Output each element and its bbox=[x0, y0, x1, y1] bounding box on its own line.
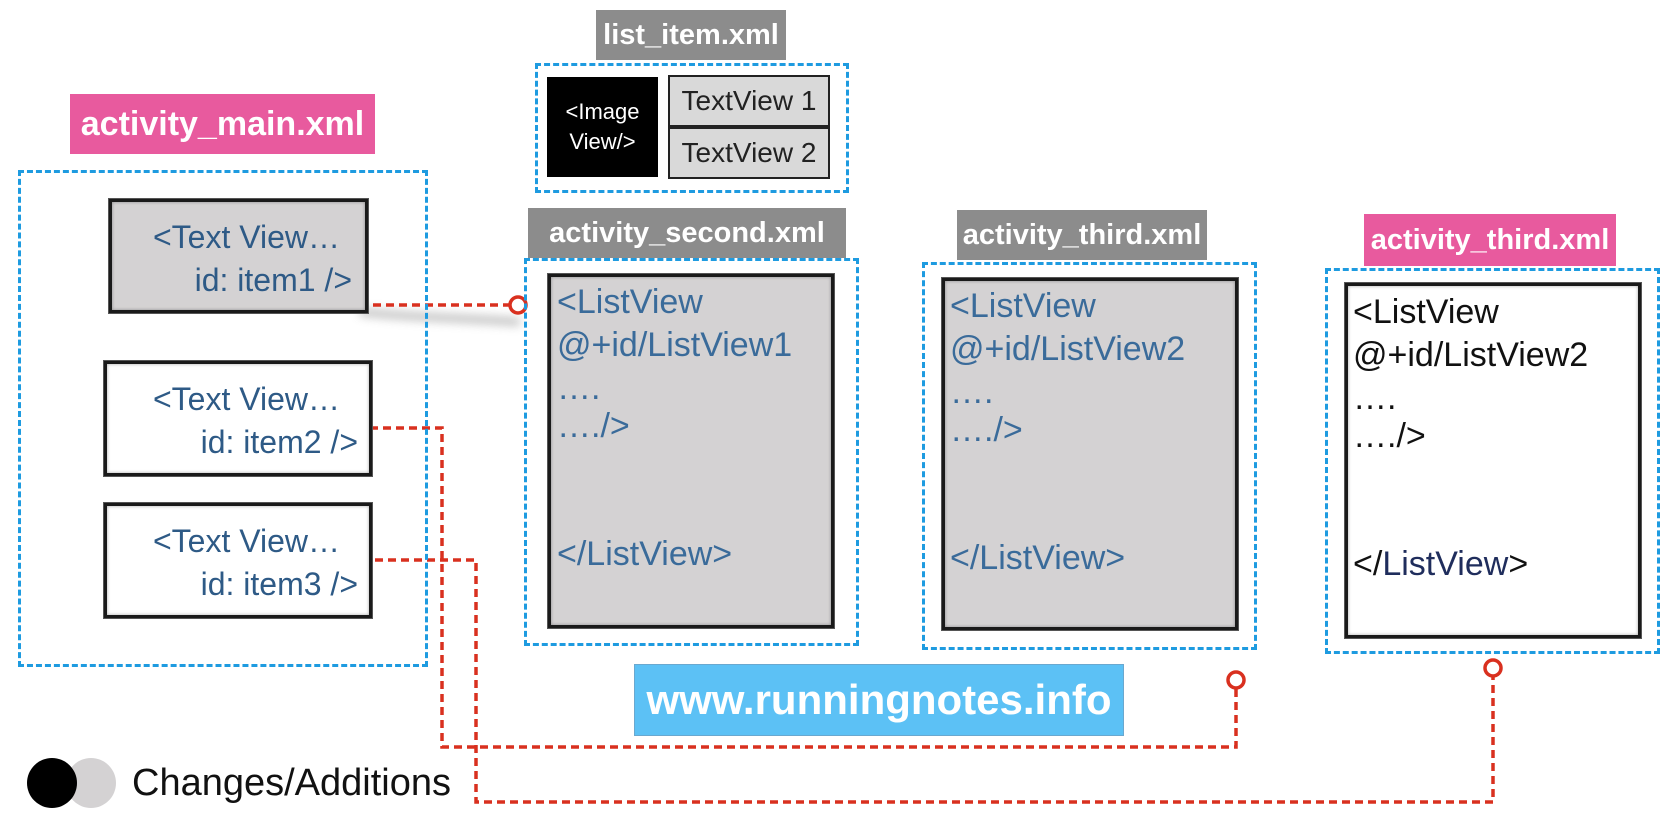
third-new-close-word: ListView bbox=[1382, 545, 1509, 583]
third-new-close-open: </ bbox=[1353, 545, 1383, 583]
activity-main-label: activity_main.xml bbox=[70, 94, 375, 154]
activity-second-card bbox=[548, 274, 834, 628]
second-code-line1: <ListView bbox=[557, 283, 703, 321]
third-new-code-line3: …. bbox=[1353, 379, 1397, 417]
legend-label: Changes/Additions bbox=[132, 762, 451, 804]
list-item-label: list_item.xml bbox=[596, 10, 786, 60]
third-new-code-line1: <ListView bbox=[1353, 293, 1499, 331]
connector-end-third-new bbox=[1483, 658, 1503, 678]
textview-2-box: TextView 2 bbox=[668, 127, 830, 179]
connector-item3-third-new bbox=[375, 558, 1495, 804]
activity-third-new-container bbox=[1325, 268, 1660, 654]
third-code-line4: …./> bbox=[950, 411, 1023, 449]
activity-third-card bbox=[942, 278, 1238, 630]
second-code-line3: …. bbox=[557, 369, 601, 407]
main-item-2-line2: id: item2 /> bbox=[200, 424, 358, 460]
image-view-block: <Image View/> bbox=[547, 77, 658, 177]
activity-third-new-card bbox=[1345, 283, 1641, 638]
main-item-1-line1: <Text View… bbox=[152, 219, 340, 255]
activity-third-container bbox=[922, 262, 1257, 650]
third-code-line3: …. bbox=[950, 373, 994, 411]
activity-third-label: activity_third.xml bbox=[957, 210, 1207, 260]
main-item-3-line2: id: item3 /> bbox=[200, 566, 358, 602]
third-new-code-close: </ListView> bbox=[1353, 543, 1528, 586]
third-code-close: </ListView> bbox=[950, 539, 1126, 577]
second-code-line4: …./> bbox=[557, 407, 630, 445]
third-code-line2: @+id/ListView2 bbox=[950, 330, 1186, 368]
third-new-code-line4: …./> bbox=[1353, 417, 1426, 455]
main-item-2-card bbox=[104, 361, 372, 476]
list-item-container bbox=[535, 63, 849, 193]
main-item-1-line2: id: item1 /> bbox=[194, 262, 352, 298]
second-code-line2: @+id/ListView1 bbox=[557, 326, 793, 364]
activity-second-label: activity_second.xml bbox=[528, 208, 846, 258]
main-item-3-card bbox=[104, 503, 372, 618]
main-item-2-line1: <Text View… bbox=[152, 381, 340, 417]
second-code-close: </ListView> bbox=[557, 535, 733, 573]
third-new-close-end: > bbox=[1508, 545, 1529, 583]
activity-main-container bbox=[18, 170, 428, 667]
connector-end-third bbox=[1226, 670, 1246, 690]
legend-toggle-icon bbox=[27, 758, 116, 808]
third-new-code-line2: @+id/ListView2 bbox=[1353, 336, 1589, 374]
main-item-1-card bbox=[109, 199, 368, 313]
activity-third-new-label: activity_third.xml bbox=[1364, 214, 1616, 266]
textview-1-box: TextView 1 bbox=[668, 75, 830, 127]
third-code-line1: <ListView bbox=[950, 287, 1096, 325]
connector-item2-third bbox=[370, 426, 1238, 749]
main-item-3-line1: <Text View… bbox=[152, 523, 340, 559]
activity-second-container bbox=[524, 258, 859, 646]
website-banner[interactable]: www.runningnotes.info bbox=[634, 664, 1124, 736]
